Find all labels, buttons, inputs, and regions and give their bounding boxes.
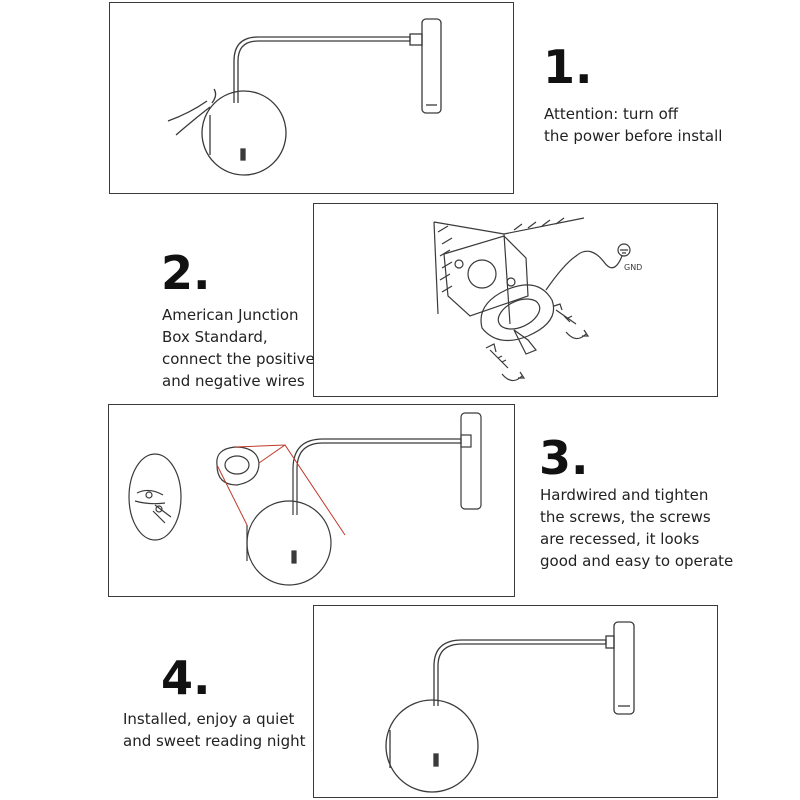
screw-1: [553, 303, 577, 325]
step-1-text: Attention: turn off the power before ins…: [544, 105, 723, 145]
lamp-base-4: [385, 699, 479, 793]
junction-box-illustration: GND: [433, 217, 642, 382]
step-2-panel: GND: [313, 203, 718, 397]
lamp-base: [201, 90, 287, 176]
ground-wire: [545, 250, 623, 291]
step-2-text: American Junction Box Standard, connect …: [162, 306, 315, 390]
screw-2: [485, 343, 509, 369]
step-3-text: Hardwired and tighten the screws, the sc…: [540, 486, 734, 570]
mounting-plate: [480, 284, 555, 342]
ground-symbol: [617, 243, 631, 257]
alignment-guide: [216, 444, 346, 536]
installation-illustration: [128, 412, 482, 586]
junction-box: [443, 235, 529, 317]
step-1-number: 1.: [543, 40, 593, 94]
power-cable: [167, 88, 217, 136]
lamp-base-3: [246, 500, 332, 586]
step-4-text: Installed, enjoy a quiet and sweet readi…: [123, 710, 306, 750]
lamp-switch-4: [433, 753, 439, 767]
step-3-number: 3.: [539, 431, 589, 485]
mounting-plate-3: [216, 446, 260, 486]
lamp-head: [421, 18, 442, 114]
lamp-arm-3: [292, 438, 462, 515]
lamp-arm-4: [433, 639, 607, 706]
step-4-panel: [313, 605, 718, 798]
lamp-illustration-1: [167, 18, 442, 176]
lamp-head-3: [460, 412, 482, 510]
gnd-label: GND: [624, 263, 642, 272]
lamp-switch: [240, 148, 246, 161]
lamp-head-4: [613, 621, 635, 715]
installed-lamp-illustration: [385, 621, 635, 793]
wiring-detail-circle: [128, 453, 182, 541]
step-1-panel: [109, 2, 514, 194]
lamp-arm: [233, 36, 411, 103]
lamp-joint: [409, 33, 423, 46]
step-2-number: 2.: [161, 246, 211, 300]
step-4-number: 4.: [161, 651, 211, 705]
step-3-panel: [108, 404, 515, 597]
lamp-switch-3: [291, 550, 297, 564]
